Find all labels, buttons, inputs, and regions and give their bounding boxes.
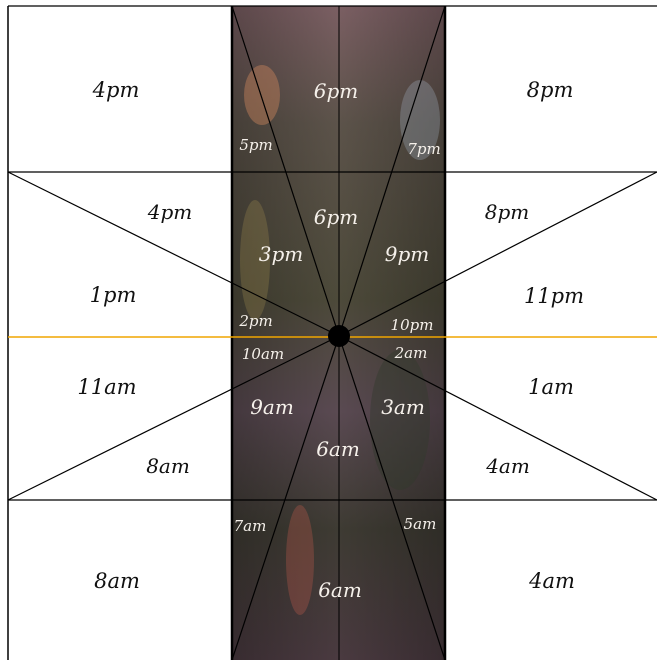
gnomon-dot [328,325,350,347]
label-near-left-above: 2pm [238,312,272,330]
label-center-left-upper: 3pm [259,242,304,266]
label-near-right-below: 2am [394,344,428,362]
hour-labels: 4pm 8pm 6pm 5pm 7pm 6pm 4pm 8pm 3pm 9pm … [77,78,584,602]
label-center-right-lower: 3am [381,395,425,419]
frame-lines [7,5,657,660]
label-top-right: 8pm [527,78,574,102]
label-left-lower: 8am [146,454,190,478]
label-right-mid: 11pm [524,284,584,308]
label-lower-center: 6am [316,437,360,461]
label-upper-center: 6pm [314,205,359,229]
label-top-center: 6pm [314,79,359,103]
label-bottom-center: 6am [318,578,362,602]
hour-lines [7,5,657,660]
label-left-mid: 1pm [90,283,137,307]
label-near-right-above: 10pm [391,316,434,334]
label-lower-right-small: 5am [404,515,437,533]
label-right-lower-mid: 1am [528,375,574,399]
label-upper-left-small: 5pm [239,136,272,154]
label-lower-left-small: 7am [234,517,267,535]
label-right-upper: 8pm [485,200,530,224]
label-near-left-below: 10am [242,345,284,363]
label-left-upper: 4pm [147,200,193,224]
label-top-left: 4pm [92,78,140,102]
label-bottom-left: 8am [94,569,140,593]
label-center-left-lower: 9am [250,395,294,419]
label-bottom-right: 4am [528,569,575,593]
label-left-lower-mid: 11am [77,375,136,399]
label-right-lower: 4am [485,454,530,478]
label-center-right-upper: 9pm [385,242,430,266]
label-upper-right-small: 7pm [407,140,440,158]
